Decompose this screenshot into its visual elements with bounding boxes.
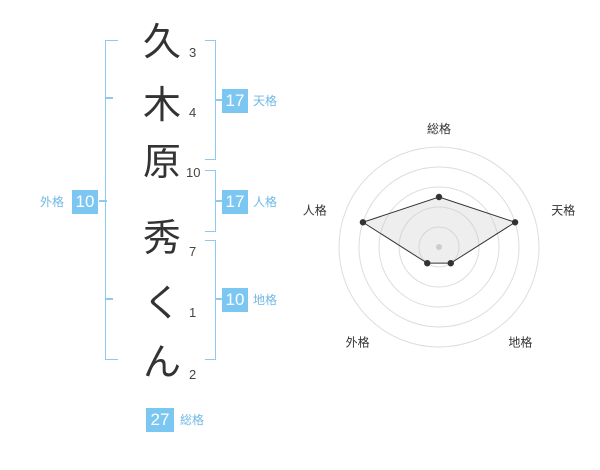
radar-point bbox=[511, 219, 519, 226]
tenkaku-value-badge: 17 bbox=[222, 89, 248, 113]
soukaku-value-badge: 27 bbox=[146, 408, 174, 432]
radar-ring bbox=[398, 206, 480, 288]
radar-axis-label: 地格 bbox=[508, 334, 532, 349]
gaikaku-bracket-tick bbox=[99, 200, 107, 202]
radar-center bbox=[436, 244, 442, 250]
radar-point bbox=[435, 193, 443, 201]
name-char-1: 久 bbox=[142, 20, 181, 64]
stroke-count-4: 7 bbox=[189, 244, 197, 259]
name-char-5: く bbox=[142, 281, 181, 325]
gaikaku-bracket-tick bbox=[105, 298, 113, 300]
jinkaku-label: 人格 bbox=[253, 195, 278, 209]
tenkaku-label: 天格 bbox=[253, 94, 278, 108]
stroke-count-5: 1 bbox=[189, 305, 197, 320]
radar-series-area bbox=[361, 196, 517, 264]
radar-axis-label: 人格 bbox=[303, 203, 327, 218]
radar-ring bbox=[378, 186, 500, 308]
jinkaku-bracket bbox=[205, 170, 216, 232]
name-char-4: 秀 bbox=[142, 216, 181, 260]
radar-ring bbox=[418, 226, 460, 268]
chikaku-bracket-tick bbox=[216, 298, 224, 300]
radar-axis-label: 外格 bbox=[346, 334, 370, 349]
stroke-count-3: 10 bbox=[186, 165, 201, 180]
radar-point bbox=[447, 259, 454, 267]
name-char-3: 原 bbox=[142, 140, 181, 184]
chikaku-bracket bbox=[205, 240, 216, 360]
name-char-6: ん bbox=[142, 340, 181, 384]
gaikaku-value-badge: 10 bbox=[72, 190, 98, 214]
radar-axis-label: 総格 bbox=[427, 121, 451, 136]
radar-point bbox=[424, 259, 431, 267]
tenkaku-bracket-tick bbox=[216, 99, 224, 101]
tenkaku-bracket bbox=[205, 40, 216, 160]
gaikaku-label: 外格 bbox=[40, 195, 65, 209]
name-char-2: 木 bbox=[142, 83, 181, 127]
radar-ring bbox=[338, 146, 540, 348]
chikaku-value-badge: 10 bbox=[222, 288, 248, 312]
gaikaku-bracket-tick bbox=[105, 97, 113, 99]
stroke-count-2: 4 bbox=[189, 105, 197, 120]
radar-ring bbox=[358, 166, 520, 328]
jinkaku-bracket-tick bbox=[216, 200, 224, 202]
radar-point bbox=[359, 219, 367, 226]
stroke-count-6: 2 bbox=[189, 367, 197, 382]
jinkaku-value-badge: 17 bbox=[222, 190, 248, 214]
soukaku-label: 総格 bbox=[180, 413, 205, 427]
radar-axis-label: 天格 bbox=[551, 203, 575, 218]
stroke-count-1: 3 bbox=[189, 45, 197, 60]
chikaku-label: 地格 bbox=[253, 293, 278, 307]
